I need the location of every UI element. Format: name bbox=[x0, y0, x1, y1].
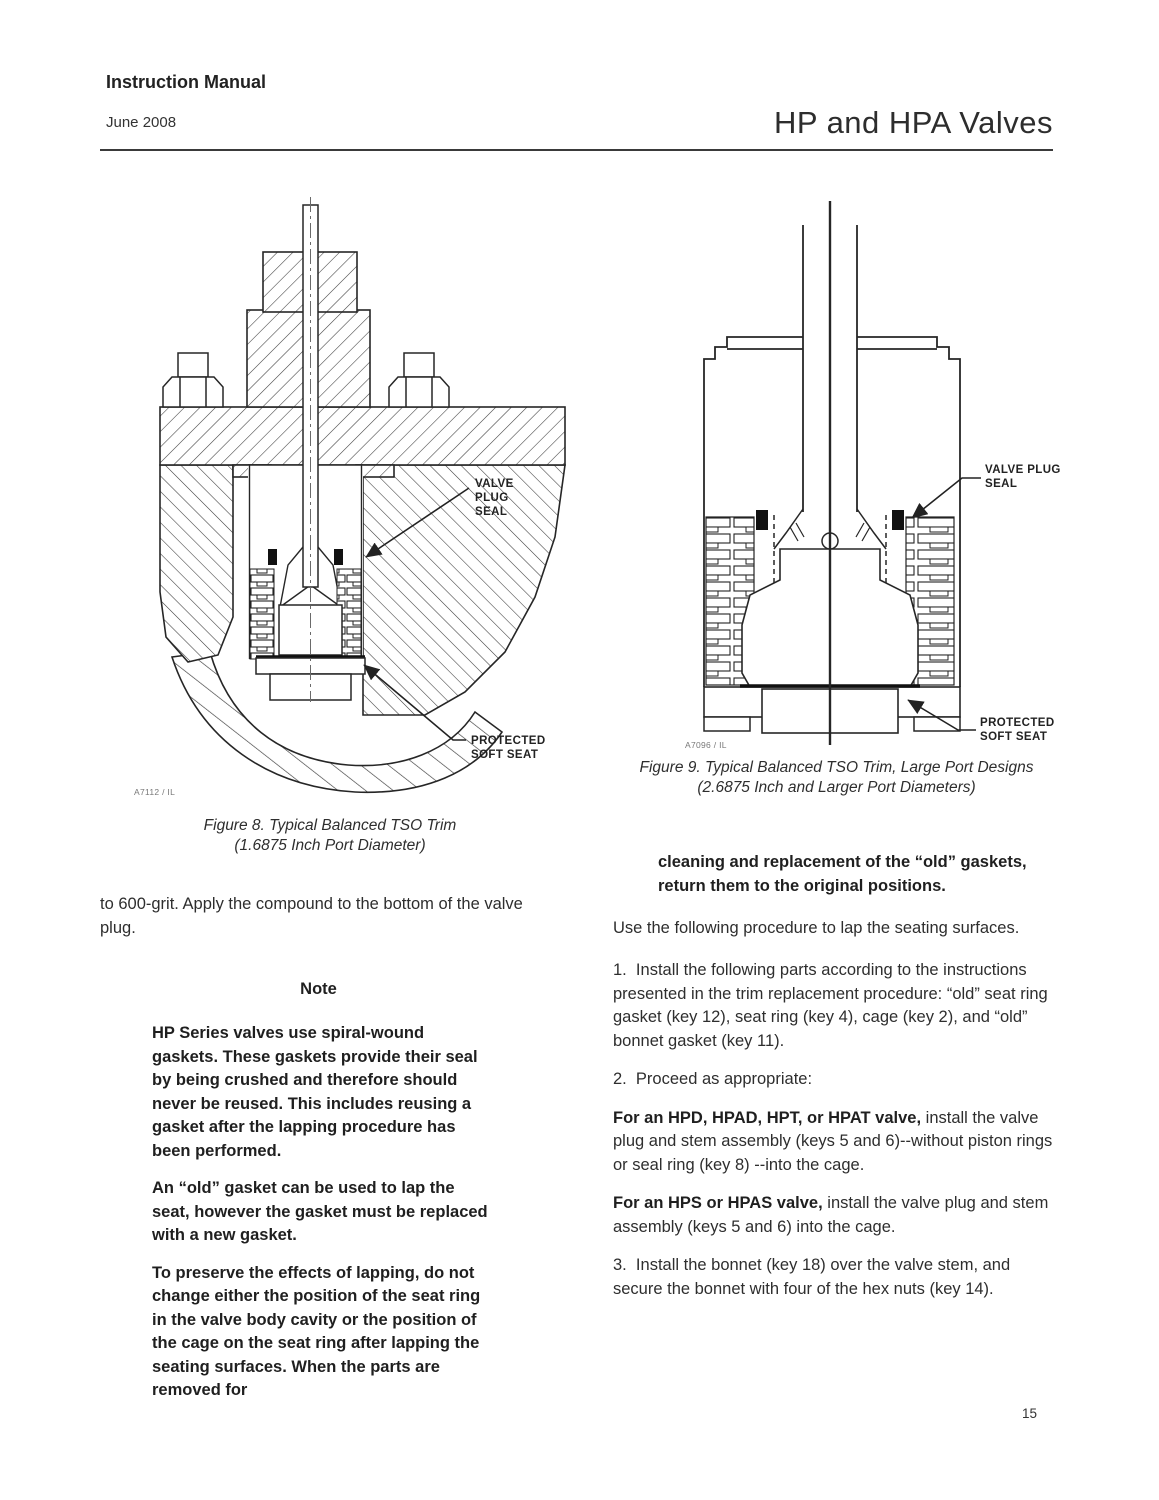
doc-type-label: Instruction Manual bbox=[106, 72, 267, 92]
figure8-valve-cross-section-drawing: VALVE PLUG SEAL PROTECTED SOFT SEAT A711… bbox=[134, 197, 566, 797]
hps-valve-paragraph: For an HPS or HPAS valve, install the va… bbox=[613, 1194, 1049, 1236]
valve-plug-seal-arrow bbox=[911, 477, 981, 519]
procedure-step-2: 2. Proceed as appropriate: bbox=[613, 1070, 813, 1088]
fig9-cage-outline bbox=[703, 225, 961, 687]
left-column-paragraph: to 600-grit. Apply the compound to the b… bbox=[100, 895, 523, 937]
note-body: HP Series valves use spiral-wound gasket… bbox=[152, 1022, 494, 1417]
svg-text:SOFT SEAT: SOFT SEAT bbox=[980, 731, 1047, 743]
fig8-valve-plug-seal-label: VALVE bbox=[475, 478, 514, 490]
hpd-valve-paragraph: For an HPD, HPAD, HPT, or HPAT valve, in… bbox=[613, 1108, 1053, 1174]
hps-bold-lead: For an HPS or HPAS valve, bbox=[613, 1194, 823, 1212]
svg-text:SEAL: SEAL bbox=[475, 506, 507, 518]
fig8-leader-arrows bbox=[363, 487, 470, 741]
fig9-leader-arrows bbox=[907, 477, 981, 731]
svg-text:PLUG: PLUG bbox=[475, 492, 509, 504]
svg-text:SOFT SEAT: SOFT SEAT bbox=[471, 749, 538, 761]
note-paragraph: To preserve the effects of lapping, do n… bbox=[152, 1263, 481, 1400]
header-rule bbox=[100, 149, 1053, 151]
procedure-step-3: 3. Install the bonnet (key 18) over the … bbox=[613, 1256, 1015, 1298]
svg-text:SEAL: SEAL bbox=[985, 478, 1017, 490]
fig9-callout-labels: VALVE PLUG SEAL PROTECTED SOFT SEAT A709… bbox=[685, 464, 1061, 750]
fig9-drawing-code: A7096 / IL bbox=[685, 740, 727, 750]
valve-plug-seal-arrow bbox=[365, 487, 470, 558]
fig8-callout-labels: VALVE PLUG SEAL PROTECTED SOFT SEAT A711… bbox=[134, 478, 546, 797]
protected-soft-seat-arrow bbox=[363, 664, 466, 741]
note-paragraph: HP Series valves use spiral-wound gasket… bbox=[152, 1024, 478, 1160]
figure9-caption: Figure 9. Typical Balanced TSO Trim, Lar… bbox=[639, 759, 1034, 796]
figure9-valve-cross-section-drawing: VALVE PLUG SEAL PROTECTED SOFT SEAT A709… bbox=[685, 201, 1061, 750]
note-continuation-paragraph: cleaning and replacement of the “old” ga… bbox=[658, 853, 1027, 895]
fig8-drawing-code: A7112 / IL bbox=[134, 787, 175, 797]
note-paragraph: An “old” gasket can be used to lap the s… bbox=[152, 1179, 488, 1244]
right-column: cleaning and replacement of the “old” ga… bbox=[613, 851, 1060, 1316]
protected-soft-seat-arrow bbox=[907, 699, 976, 731]
fig9-valve-plug-seal-label: VALVE PLUG bbox=[985, 464, 1061, 476]
page-title: HP and HPA Valves bbox=[773, 105, 1053, 140]
page-number: 15 bbox=[1022, 1406, 1038, 1421]
procedure-step-1: 1. Install the following parts according… bbox=[613, 961, 1053, 1050]
fig9-protected-soft-seat-label: PROTECTED bbox=[980, 717, 1055, 729]
fig8-valve-stem bbox=[302, 197, 319, 702]
figure8-caption: Figure 8. Typical Balanced TSO Trim (1.6… bbox=[203, 817, 457, 854]
procedure-intro: Use the following procedure to lap the s… bbox=[613, 919, 1020, 937]
fig8-hex-nuts bbox=[162, 352, 450, 408]
fig8-protected-soft-seat-label: PROTECTED bbox=[471, 735, 546, 747]
doc-date: June 2008 bbox=[106, 114, 177, 131]
hpd-bold-lead: For an HPD, HPAD, HPT, or HPAT valve, bbox=[613, 1108, 922, 1127]
note-heading: Note bbox=[300, 980, 337, 998]
